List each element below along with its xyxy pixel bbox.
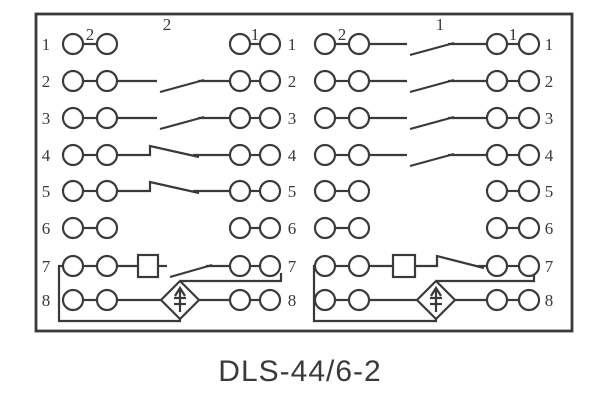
row-number: 2 <box>545 72 554 91</box>
left-pair-label: 2 <box>338 25 347 44</box>
row-number: 5 <box>42 182 51 201</box>
left-pair-label: 2 <box>86 25 95 44</box>
make-contact-icon <box>117 78 230 94</box>
left-panel-row-6 <box>61 216 282 240</box>
right-panel-row-4 <box>313 143 541 168</box>
right-panel-row-2 <box>313 69 541 94</box>
left-panel <box>57 32 283 323</box>
row-number: 1 <box>545 35 554 54</box>
row-number: 4 <box>288 146 297 165</box>
make-contact-icon <box>369 115 487 131</box>
make-contact-icon <box>169 263 213 279</box>
group-label-right: 1 <box>436 15 445 34</box>
row-number: 5 <box>545 182 554 201</box>
diagram-lines <box>34 12 574 333</box>
left-panel-row-5 <box>61 179 282 203</box>
left-panel-row-1 <box>61 32 282 56</box>
right-panel-row-1 <box>313 32 541 57</box>
panel-border <box>34 12 574 333</box>
right-panel-row-6 <box>313 216 541 240</box>
polarized-relay-icon <box>415 279 457 321</box>
diagram-labels: 2 2 1 2 1 1 1 2 3 4 5 6 7 8 1 2 3 4 5 6 … <box>42 15 554 388</box>
make-contact-icon <box>369 152 487 168</box>
row-number: 6 <box>545 219 554 238</box>
right-panel <box>312 32 541 323</box>
row-number: 4 <box>42 146 51 165</box>
row-number: 3 <box>42 109 51 128</box>
row-number: 4 <box>545 146 554 165</box>
row-number: 3 <box>288 109 297 128</box>
right-panel-row-3 <box>313 106 541 131</box>
coil-loop-wire-top <box>180 273 283 283</box>
row-number: 2 <box>288 72 297 91</box>
right-panel-row-7 <box>312 253 541 323</box>
coil-loop-wire-top <box>436 273 536 283</box>
left-panel-row-2 <box>61 69 282 94</box>
diagram-caption: DLS-44/6-2 <box>218 355 381 388</box>
row-number: 1 <box>42 35 51 54</box>
right-panel-row-5 <box>313 179 541 203</box>
left-panel-row-3 <box>61 106 282 131</box>
polarized-relay-icon <box>159 279 201 321</box>
row-number: 8 <box>42 291 51 310</box>
resistor-icon <box>136 253 160 279</box>
row-number: 6 <box>42 219 51 238</box>
row-number: 6 <box>288 219 297 238</box>
resistor-icon <box>391 253 417 279</box>
left-panel-row-7 <box>57 253 283 323</box>
row-number: 8 <box>288 291 297 310</box>
right-panel-row-8 <box>313 279 541 321</box>
left-panel-row-8 <box>61 279 282 321</box>
row-number: 7 <box>545 257 554 276</box>
row-number: 5 <box>288 182 297 201</box>
make-contact-icon <box>369 78 487 94</box>
row-number: 7 <box>42 257 51 276</box>
row-number: 8 <box>545 291 554 310</box>
make-contact-icon <box>369 41 487 57</box>
break-contact-icon <box>117 180 230 195</box>
row-number: 2 <box>42 72 51 91</box>
right-pair-label: 1 <box>251 25 260 44</box>
left-panel-row-4 <box>61 143 282 167</box>
break-contact-icon <box>117 144 230 159</box>
row-number: 7 <box>288 257 297 276</box>
row-number: 1 <box>288 35 297 54</box>
group-label-left: 2 <box>163 15 172 34</box>
make-contact-icon <box>117 115 230 131</box>
right-pair-label: 1 <box>509 25 518 44</box>
row-number: 3 <box>545 109 554 128</box>
break-contact-icon <box>415 254 487 270</box>
